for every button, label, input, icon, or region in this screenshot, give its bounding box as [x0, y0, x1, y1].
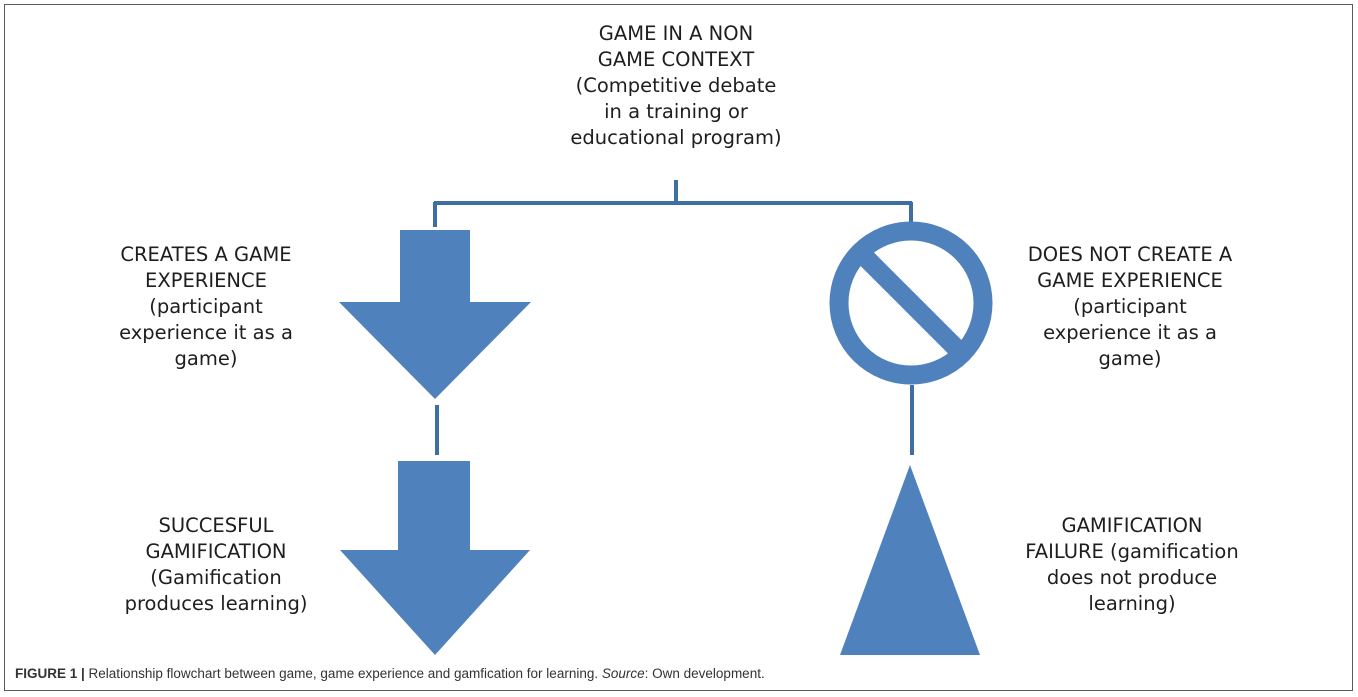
triangle-icon: [840, 465, 980, 655]
right-branch-label: DOES NOT CREATE A GAME EXPERIENCE (parti…: [1027, 243, 1233, 370]
caption-source-label: Source: [601, 666, 645, 681]
left-branch-label: CREATES A GAME EXPERIENCE (participant e…: [119, 243, 293, 370]
successful-gamification-label: SUCCESFUL GAMIFICATION (Gamification pro…: [124, 514, 308, 615]
caption-text: Relationship flowchart between game, gam…: [84, 666, 602, 681]
gamification-failure-label: GAMIFICATION FAILURE (gamification does …: [1025, 514, 1239, 615]
top-node-label: GAME IN A NON GAME CONTEXT (Competitive …: [570, 22, 782, 149]
flowchart-diagram: [339, 180, 993, 655]
figure-frame: GAME IN A NON GAME CONTEXT (Competitive …: [4, 4, 1353, 691]
down-arrow-icon: [339, 230, 531, 399]
prohibition-icon: [829, 221, 993, 385]
caption-source-text: : Own development.: [644, 666, 765, 681]
figure-number: FIGURE 1 |: [15, 666, 85, 681]
branch-connector: [433, 180, 914, 455]
down-arrow-icon: [340, 461, 530, 655]
figure-caption: FIGURE 1 | Relationship flowchart betwee…: [15, 666, 765, 681]
